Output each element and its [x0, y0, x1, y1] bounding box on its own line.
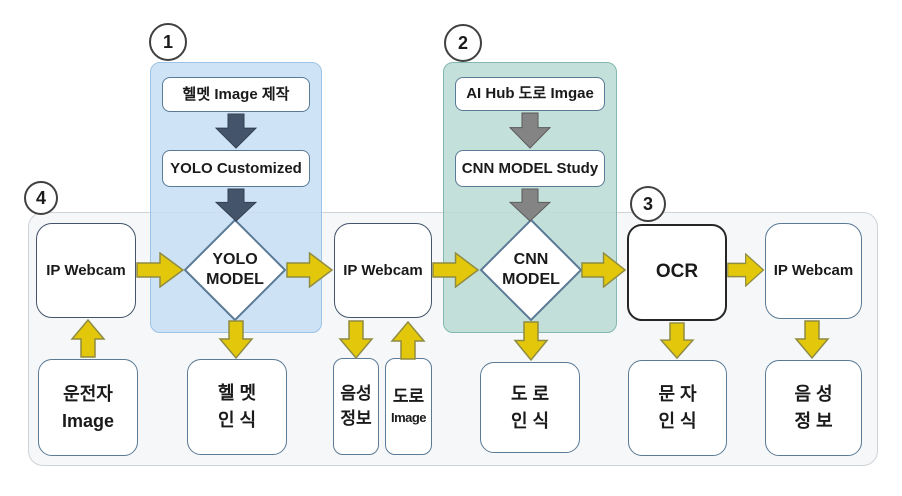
node-voice-info-2: 음 성 정 보 [765, 360, 862, 456]
node-ip-webcam-1-label: IP Webcam [46, 261, 126, 279]
arrow-right-yellow-icon [727, 253, 765, 287]
node-text-recognition: 문 자 인 식 [628, 360, 727, 456]
node-yolo-customized: YOLO Customized [162, 150, 310, 187]
node-driver-image: 운전자 Image [38, 359, 138, 456]
arrow-down-gray-icon [508, 188, 552, 222]
node-helmet-image-creation-label: 헬멧 Image 제작 [182, 85, 290, 103]
node-ai-hub-road-image: AI Hub 도로 Imgae [455, 77, 605, 111]
badge-step-1-label: 1 [162, 31, 173, 52]
node-road-image: 도로 Image [385, 358, 432, 455]
arrow-down-yellow-icon [659, 322, 695, 360]
node-ai-hub-road-image-label: AI Hub 도로 Imgae [466, 85, 594, 103]
decision-yolo-model-label: YOLO MODEL [183, 218, 287, 322]
arrow-down-navy-icon [214, 113, 258, 149]
badge-step-3: 3 [630, 186, 666, 222]
node-voice-info-1: 음성 정보 [333, 358, 379, 455]
cnn-model-line1: CNN [513, 251, 549, 268]
node-helmet-image-creation: 헬멧 Image 제작 [162, 77, 310, 112]
node-cnn-model-study: CNN MODEL Study [455, 150, 605, 187]
road-image-line2: Image [390, 410, 427, 426]
node-helmet-recognition: 헬 멧 인 식 [187, 359, 287, 455]
arrow-right-yellow-icon [286, 252, 334, 288]
node-ip-webcam-1: IP Webcam [36, 223, 136, 318]
node-ip-webcam-2: IP Webcam [334, 223, 432, 318]
arrow-up-yellow-icon [70, 318, 106, 358]
node-ip-webcam-3-label: IP Webcam [773, 262, 854, 280]
text-recognition-line2: 인 식 [658, 411, 697, 431]
arrow-down-gray-icon [508, 112, 552, 149]
decision-yolo-model: YOLO MODEL [183, 218, 287, 322]
node-ip-webcam-3: IP Webcam [765, 223, 862, 319]
node-ip-webcam-2-label: IP Webcam [343, 261, 423, 279]
arrow-right-yellow-icon [581, 252, 627, 288]
arrow-up-yellow-icon [390, 320, 426, 360]
helmet-recognition-line1: 헬 멧 [217, 383, 257, 403]
arrow-down-yellow-icon [513, 321, 549, 362]
arrow-right-yellow-icon [136, 252, 185, 288]
arrow-down-yellow-icon [338, 320, 374, 360]
road-recognition-line1: 도 로 [510, 383, 550, 404]
yolo-model-line1: YOLO [212, 251, 258, 268]
node-cnn-model-study-label: CNN MODEL Study [461, 159, 599, 177]
badge-step-3-label: 3 [642, 193, 653, 214]
road-image-line1: 도로 [392, 386, 425, 406]
voice-info-2-line2: 정 보 [794, 411, 833, 431]
voice-info-1-line2: 정보 [340, 408, 372, 428]
badge-step-4-label: 4 [35, 187, 46, 208]
badge-step-2: 2 [444, 24, 482, 62]
node-yolo-customized-label: YOLO Customized [170, 159, 302, 177]
arrow-down-yellow-icon [218, 320, 254, 360]
arrow-right-yellow-icon [432, 252, 480, 288]
arrow-down-yellow-icon [794, 320, 830, 360]
text-recognition-line1: 문 자 [658, 384, 697, 404]
road-recognition-line2: 인 식 [510, 410, 550, 431]
yolo-model-line2: MODEL [206, 271, 264, 288]
driver-image-line1: 운전자 [63, 383, 113, 404]
decision-cnn-model-label: CNN MODEL [479, 218, 583, 322]
badge-step-1: 1 [149, 23, 187, 61]
node-road-recognition: 도 로 인 식 [480, 362, 580, 453]
badge-step-2-label: 2 [457, 32, 468, 53]
voice-info-1-line1: 음성 [340, 383, 372, 403]
driver-image-line2: Image [61, 410, 115, 431]
arrow-down-navy-icon [214, 188, 258, 222]
helmet-recognition-line2: 인 식 [217, 410, 257, 430]
node-ocr-label: OCR [655, 261, 699, 283]
badge-step-4: 4 [24, 181, 58, 215]
decision-cnn-model: CNN MODEL [479, 218, 583, 322]
node-ocr: OCR [627, 224, 727, 321]
cnn-model-line2: MODEL [502, 271, 560, 288]
voice-info-2-line1: 음 성 [794, 384, 833, 404]
